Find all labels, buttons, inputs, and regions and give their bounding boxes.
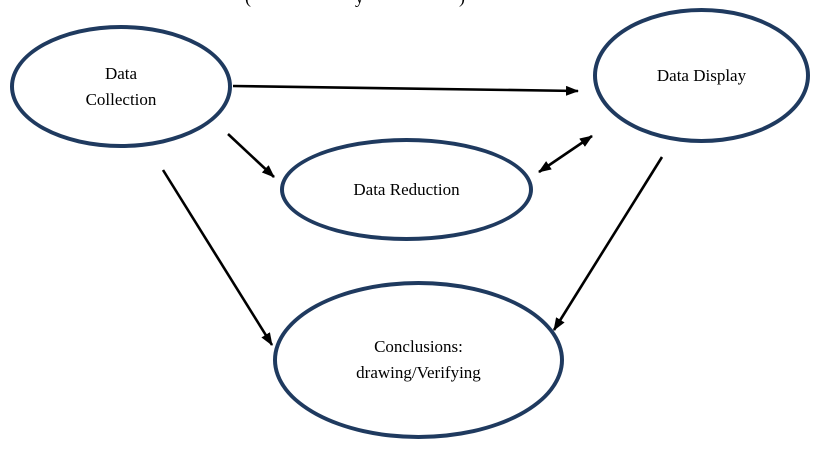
node-data-collection: Data Collection: [10, 25, 232, 148]
arrow-collection-to-reduction: [227, 133, 275, 178]
node-data-display-label: Data Display: [657, 63, 746, 89]
caption-fragment-close-paren: ): [459, 0, 465, 6]
node-data-collection-label: Data Collection: [86, 61, 157, 113]
caption-fragment-open-paren: (: [245, 0, 251, 6]
arrow-display-to-conclusions: [552, 156, 664, 331]
node-data-collection-line1: Data: [104, 63, 138, 83]
node-conclusions: Conclusions: drawing/Verifying: [273, 281, 564, 439]
node-conclusions-label: Conclusions: drawing/Verifying: [356, 334, 481, 386]
node-data-reduction-label: Data Reduction: [353, 177, 459, 203]
arrow-collection-to-conclusions: [161, 169, 274, 346]
node-data-reduction-line1: Data Reduction: [353, 179, 460, 199]
caption-fragment-descender: y: [355, 0, 364, 6]
node-data-display: Data Display: [593, 8, 810, 143]
cropped-caption: ( y ): [0, 0, 822, 9]
arrow-reduction-display-bidirectional: [538, 134, 593, 174]
node-data-display-line1: Data Display: [656, 65, 747, 85]
node-conclusions-line2: drawing/Verifying: [356, 363, 481, 382]
node-conclusions-line1: Conclusions:: [374, 337, 463, 356]
node-data-reduction: Data Reduction: [280, 138, 533, 241]
arrow-collection-to-display: [232, 84, 579, 96]
node-data-collection-line2: Collection: [85, 89, 157, 109]
